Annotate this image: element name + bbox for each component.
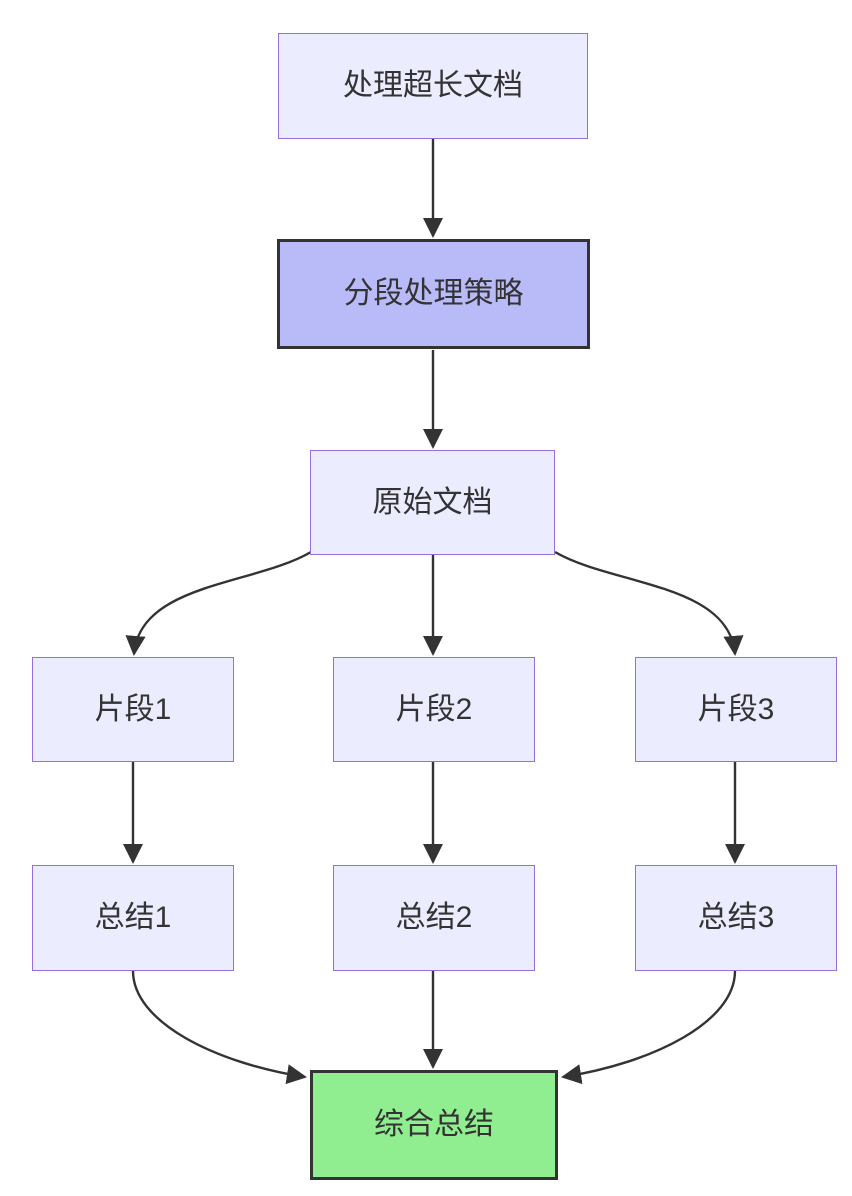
node-summary-2: 总结2 bbox=[333, 865, 535, 971]
edge-original-to-frag1 bbox=[125, 550, 312, 657]
node-label: 片段3 bbox=[697, 692, 775, 726]
node-final-summary: 综合总结 bbox=[310, 1070, 558, 1180]
node-label: 总结2 bbox=[395, 901, 473, 934]
edge-sum3-to-final bbox=[561, 970, 737, 1085]
node-label: 原始文档 bbox=[372, 485, 493, 519]
node-label: 总结1 bbox=[94, 901, 172, 934]
node-label: 分段处理策略 bbox=[343, 277, 524, 310]
node-summary-3: 总结3 bbox=[635, 865, 837, 971]
node-fragment-3: 片段3 bbox=[635, 657, 837, 762]
node-label: 总结3 bbox=[697, 901, 775, 934]
edge-original-to-frag3 bbox=[554, 550, 744, 657]
node-process-long-document: 处理超长文档 bbox=[278, 33, 588, 139]
node-fragment-2: 片段2 bbox=[333, 657, 535, 762]
node-label: 片段1 bbox=[94, 692, 172, 726]
node-original-document: 原始文档 bbox=[310, 450, 555, 555]
edge-sum1-to-final bbox=[131, 970, 307, 1085]
node-label: 片段2 bbox=[395, 692, 473, 726]
node-segment-strategy: 分段处理策略 bbox=[277, 239, 590, 349]
node-label: 综合总结 bbox=[374, 1108, 494, 1141]
node-summary-1: 总结1 bbox=[32, 865, 234, 971]
node-fragment-1: 片段1 bbox=[32, 657, 234, 762]
node-label: 处理超长文档 bbox=[343, 69, 523, 102]
